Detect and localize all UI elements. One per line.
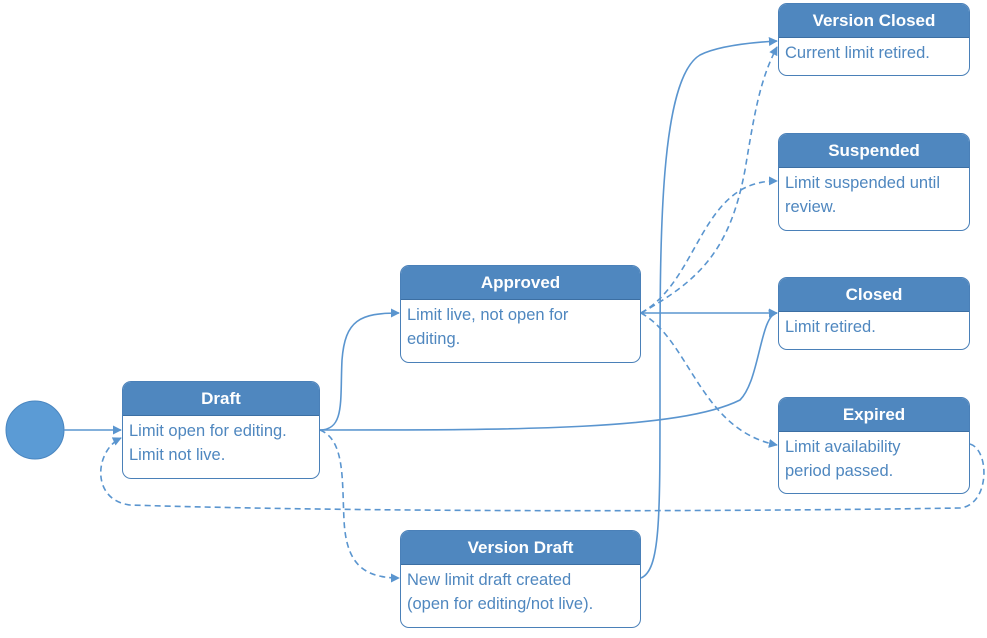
state-title: Version Draft (401, 531, 640, 565)
state-title: Draft (123, 382, 319, 416)
state-version-draft[interactable]: Version Draft New limit draft created (o… (400, 530, 641, 628)
state-draft[interactable]: Draft Limit open for editing. Limit not … (122, 381, 320, 479)
state-description: Current limit retired. (785, 44, 930, 62)
state-title: Closed (779, 278, 969, 312)
state-description: Limit suspended until review. (785, 174, 941, 216)
transition-draft-to-version-draft (319, 429, 400, 583)
state-expired[interactable]: Expired Limit availability period passed… (778, 397, 970, 494)
initial-state-node (5, 400, 65, 460)
transition-draft-to-closed (319, 309, 778, 431)
state-description: Limit availability period passed. (785, 438, 901, 480)
transition-approved-to-version-closed (640, 46, 778, 314)
transition-expired-to-draft (100, 437, 985, 512)
state-closed[interactable]: Closed Limit retired. (778, 277, 970, 350)
transition-version-draft-to-version-closed (640, 36, 778, 579)
state-title: Version Closed (779, 4, 969, 38)
state-title: Expired (779, 398, 969, 432)
state-description: Limit live, not open for editing. (407, 306, 569, 348)
transition-approved-to-expired (640, 312, 778, 448)
state-description: Limit retired. (785, 318, 876, 336)
state-title: Approved (401, 266, 640, 300)
state-suspended[interactable]: Suspended Limit suspended until review. (778, 133, 970, 231)
state-title: Suspended (779, 134, 969, 168)
state-description: New limit draft created (open for editin… (407, 571, 594, 613)
transition-draft-to-approved (319, 308, 400, 431)
state-version-closed[interactable]: Version Closed Current limit retired. (778, 3, 970, 76)
state-approved[interactable]: Approved Limit live, not open for editin… (400, 265, 641, 363)
state-description: Limit open for editing. Limit not live. (129, 422, 287, 464)
